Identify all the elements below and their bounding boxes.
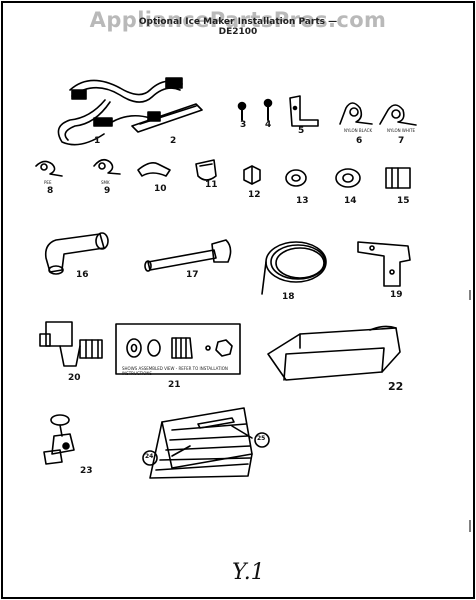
part-13-grommet	[285, 169, 307, 187]
watermark: AppliancePartsPros.com	[89, 8, 387, 32]
label-part-24: 24	[145, 453, 154, 460]
part-14-grommet	[335, 168, 361, 188]
part-11-clip	[195, 159, 217, 181]
part-22-ice-bin	[267, 325, 401, 381]
part-7-clamp	[379, 104, 417, 126]
caption-part-21-note: SHOWS ASSEMBLED VIEW - REFER TO INSTALLA…	[122, 366, 228, 376]
part-2-channel	[131, 103, 203, 133]
part-1-wire-harness	[57, 77, 183, 146]
part-15-pad	[385, 167, 411, 189]
label-part-5: 5	[298, 126, 305, 136]
caption-part-9: SMK	[101, 180, 110, 185]
part-8-clip	[35, 160, 63, 177]
label-part-25: 25	[257, 435, 266, 442]
callout-24-circle	[142, 450, 158, 466]
label-part-16: 16	[76, 270, 89, 280]
part-16-elbow	[44, 232, 109, 275]
caption-part-8: PEE	[44, 180, 52, 185]
label-part-8: 8	[47, 186, 54, 196]
label-part-4: 4	[265, 120, 272, 130]
label-part-7: 7	[398, 136, 405, 146]
label-part-6: 6	[356, 136, 363, 146]
part-12-nut	[243, 165, 261, 185]
label-part-18: 18	[282, 292, 295, 302]
label-part-3: 3	[240, 120, 247, 130]
part-4-screw	[263, 98, 273, 121]
part-3-screw	[237, 101, 247, 121]
label-part-2: 2	[170, 136, 177, 146]
part-21-fitting-assembly	[115, 323, 241, 375]
part-23-shutoff-valve	[43, 414, 75, 465]
label-part-15: 15	[397, 196, 410, 206]
label-part-19: 19	[390, 290, 403, 300]
caption-nylon-black: NYLON BLACK	[344, 128, 373, 133]
label-part-22: 22	[388, 380, 404, 393]
part-24-shelf-rack	[149, 407, 253, 479]
handwritten-mark: Y.1	[232, 560, 265, 585]
label-part-21: 21	[168, 380, 181, 390]
label-part-12: 12	[248, 190, 261, 200]
callout-25-circle	[254, 432, 270, 448]
part-17-fill-tube	[144, 239, 232, 272]
label-part-1: 1	[94, 136, 101, 146]
part-6-clamp	[339, 102, 373, 125]
part-20-water-valve	[39, 321, 103, 367]
part-19-bracket	[357, 241, 411, 287]
label-part-17: 17	[186, 270, 199, 280]
diagram-title: Optional Ice Maker Installation Parts — …	[138, 17, 338, 37]
caption-nylon-white: NYLON WHITE	[387, 128, 416, 133]
label-part-11: 11	[205, 180, 218, 190]
label-part-20: 20	[68, 373, 81, 383]
part-10-strap-clip	[137, 162, 171, 177]
part-18-tubing-coil	[261, 241, 327, 295]
label-part-13: 13	[296, 196, 309, 206]
label-part-9: 9	[104, 186, 111, 196]
part-9-clip	[93, 158, 121, 175]
label-part-14: 14	[344, 196, 357, 206]
label-part-23: 23	[80, 466, 93, 476]
label-part-10: 10	[154, 184, 167, 194]
part-5-bracket	[289, 95, 319, 127]
part-25-bar	[171, 417, 253, 457]
